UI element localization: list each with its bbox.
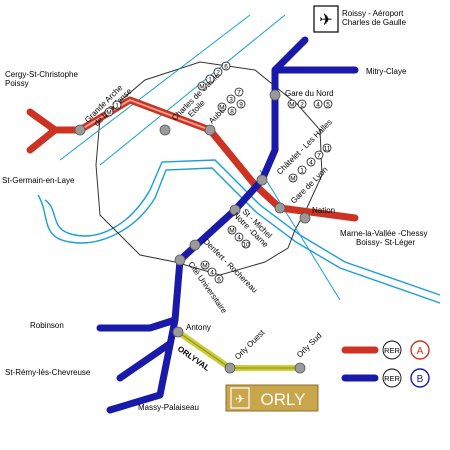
svg-text:A: A	[417, 346, 424, 357]
terminal-cergy-1: Cergy-St-Christophe	[5, 70, 78, 79]
legend: RER A RER B	[341, 340, 430, 388]
metro-defense: M 1	[104, 100, 122, 117]
svg-text:6: 6	[217, 277, 221, 284]
metro-auber: M 3 8 9 7	[217, 87, 246, 116]
decor-lines	[59, 14, 341, 301]
airplane-icon	[313, 5, 339, 33]
svg-text:8: 8	[230, 109, 234, 116]
svg-text:M: M	[199, 84, 204, 91]
svg-text:6: 6	[224, 64, 228, 71]
cdg-label-2: Charles de Gaulle	[342, 18, 407, 27]
station-dot-chatelet[interactable]	[256, 174, 268, 186]
metro-gare-nord: M 2 4 5	[287, 99, 333, 109]
orly-airport: ✈ ORLY	[225, 384, 319, 412]
station-dot-gare-lyon[interactable]	[274, 202, 286, 214]
label-orly-sud: Orly Sud	[295, 331, 323, 359]
terminal-marne-2: Boissy- St-Léger	[356, 238, 415, 247]
svg-text:7: 7	[237, 90, 241, 97]
metro-st-michel: M 4 10	[227, 225, 251, 249]
svg-text:M: M	[219, 105, 224, 112]
station-dot-nation[interactable]	[299, 212, 311, 224]
station-dot-antony[interactable]	[172, 326, 184, 338]
terminal-st-remy: St-Rémy-lès-Chevreuse	[5, 368, 91, 377]
label-gare-nord: Gare du Nord	[285, 89, 333, 98]
label-antony: Antony	[186, 323, 211, 332]
svg-text:Orly Sud: Orly Sud	[295, 331, 323, 359]
label-orly-ouest: Orly Ouest	[233, 327, 267, 361]
svg-text:Gare de Lyon: Gare de Lyon	[289, 165, 329, 205]
stations	[74, 89, 311, 374]
svg-text:7: 7	[317, 153, 321, 160]
svg-text:9: 9	[239, 102, 243, 109]
label-etoile: Charles de Gaulle Etoile	[170, 70, 222, 122]
svg-text:2: 2	[300, 102, 304, 109]
svg-text:5: 5	[326, 102, 330, 109]
svg-text:2: 2	[216, 70, 220, 77]
svg-text:RER: RER	[384, 346, 400, 355]
station-dot-defense[interactable]	[74, 124, 86, 136]
svg-text:11: 11	[324, 146, 331, 153]
station-dot-st-michel[interactable]	[229, 204, 241, 216]
station-dot-gare-nord[interactable]	[269, 89, 281, 101]
svg-text:4: 4	[316, 102, 320, 109]
svg-text:Orly Ouest: Orly Ouest	[233, 327, 267, 361]
svg-text:4: 4	[309, 160, 313, 167]
station-dot-cite-u[interactable]	[174, 254, 186, 266]
station-dot-orly-sud[interactable]	[294, 362, 306, 374]
svg-text:M: M	[202, 263, 207, 270]
label-gare-lyon: Gare de Lyon	[289, 165, 329, 205]
terminal-mitry: Mitry-Claye	[366, 67, 407, 76]
station-dot-etoile[interactable]	[159, 124, 171, 136]
terminal-st-germain: St-Germain-en-Laye	[2, 176, 75, 185]
svg-text:RER: RER	[384, 374, 400, 383]
metro-chatelet: M 1 4 7 11	[288, 143, 332, 183]
svg-text:B: B	[417, 374, 424, 385]
terminal-robinson: Robinson	[30, 321, 64, 330]
terminal-massy: Massy-Palaiseau	[138, 403, 199, 412]
terminal-cergy-2: Poissy	[5, 79, 29, 88]
svg-text:3: 3	[229, 97, 233, 104]
cdg-label-1: Roissy - Aéroport	[342, 9, 404, 18]
station-dot-auber[interactable]	[204, 124, 216, 136]
svg-text:M: M	[229, 228, 234, 235]
station-dot-denfert[interactable]	[189, 239, 201, 251]
svg-text:4: 4	[237, 235, 241, 242]
station-dot-orly-ouest[interactable]	[224, 362, 236, 374]
airplane-icon	[230, 387, 250, 409]
terminal-marne-1: Marne-la-Vallée -Chessy	[340, 229, 427, 238]
legend-rer-a: RER A	[341, 340, 430, 360]
metro-etoile: M 1 2 6	[197, 61, 231, 91]
orly-label: ORLY	[260, 390, 305, 409]
peripherique-ring	[95, 61, 323, 276]
cdg-airport: ✈ Roissy - Aéroport Charles de Gaulle	[313, 5, 407, 33]
svg-text:1: 1	[300, 168, 304, 175]
metro-denfert: M 4 6	[200, 260, 224, 284]
airplane-glyph: ✈	[235, 392, 245, 406]
label-nation: Nation	[312, 206, 335, 215]
svg-text:M: M	[106, 110, 111, 117]
svg-text:4: 4	[210, 270, 214, 277]
svg-text:1: 1	[208, 77, 212, 84]
airplane-glyph: ✈	[319, 12, 332, 29]
legend-rer-b: RER B	[341, 368, 430, 388]
svg-text:M: M	[290, 176, 295, 183]
svg-text:10: 10	[242, 242, 250, 249]
svg-text:M: M	[289, 102, 294, 109]
svg-text:1: 1	[115, 103, 119, 110]
seine-river	[37, 159, 441, 304]
